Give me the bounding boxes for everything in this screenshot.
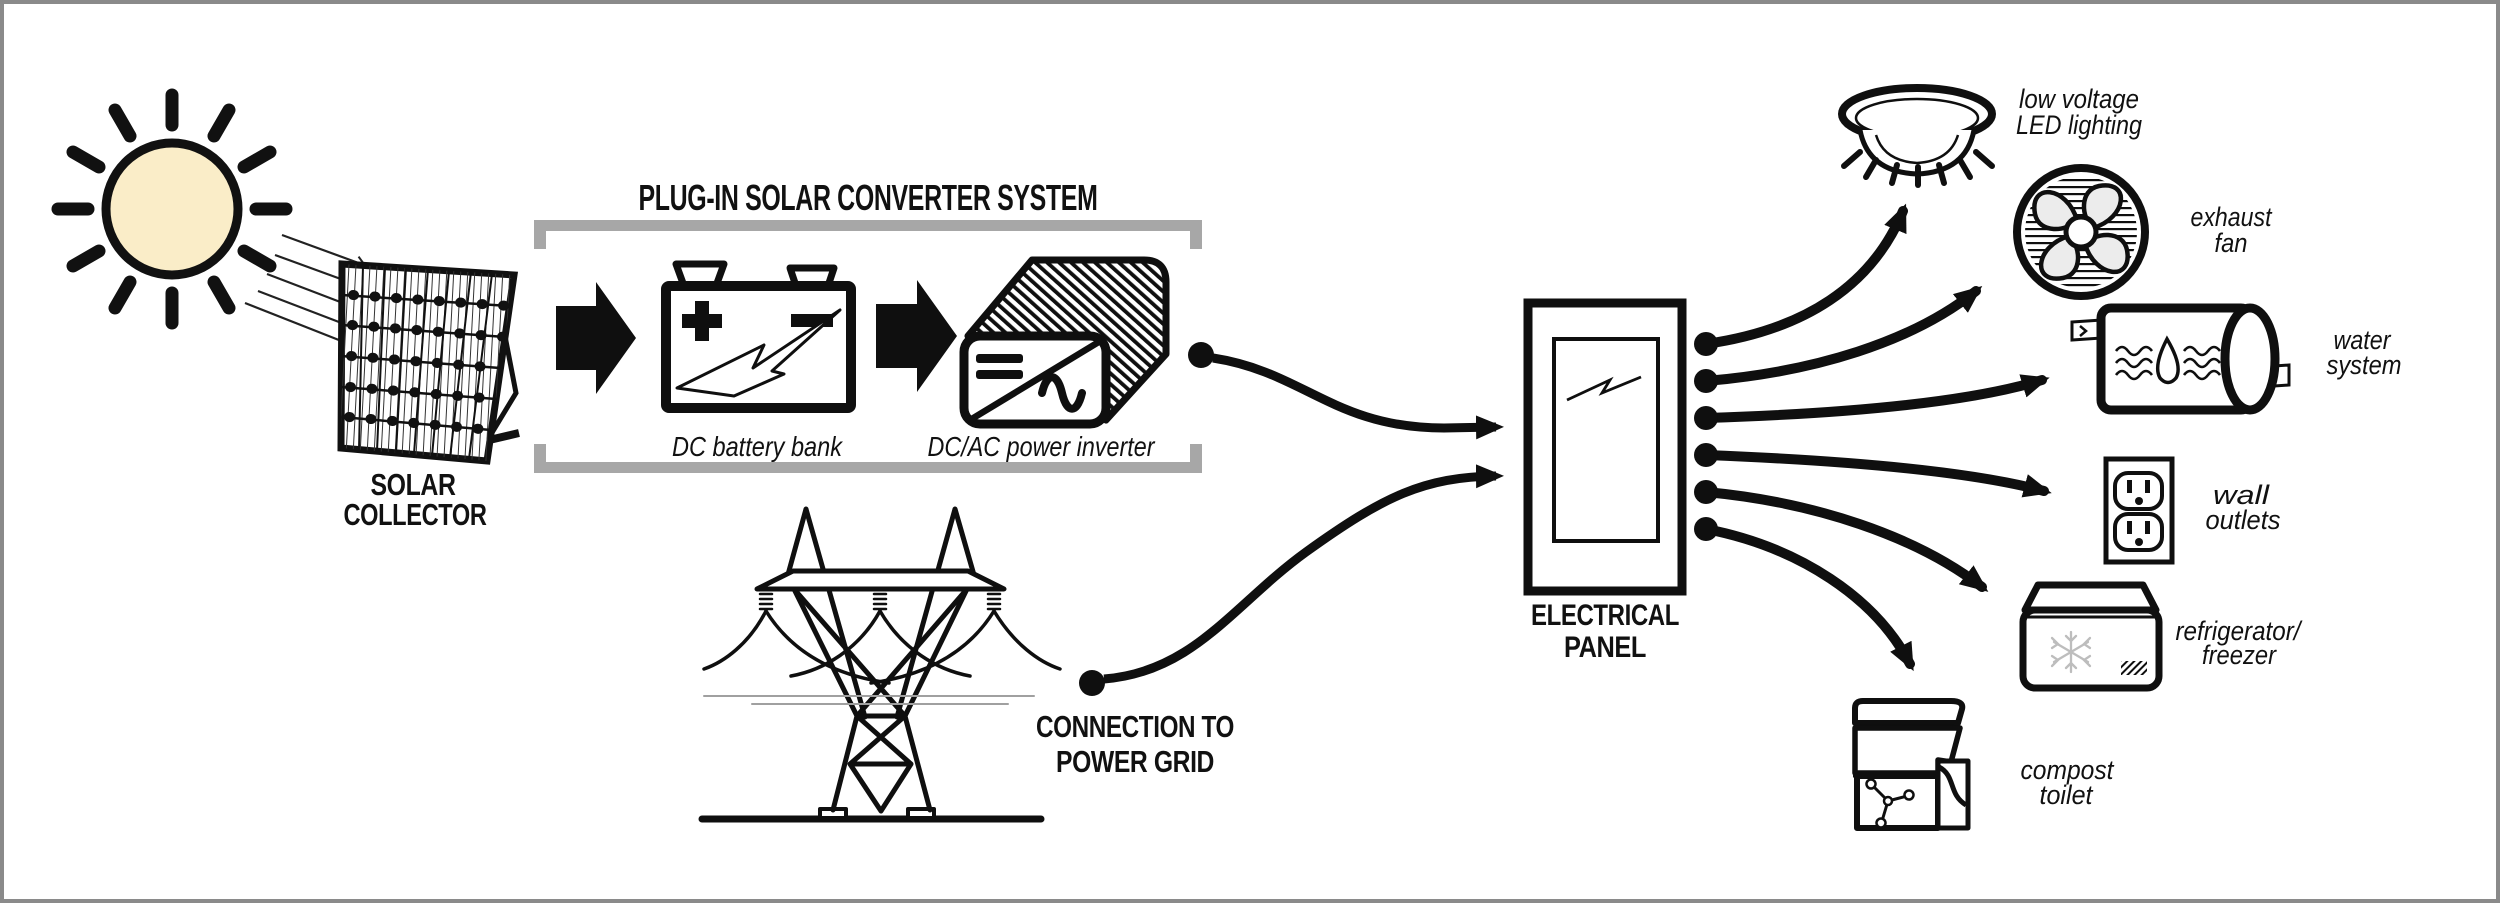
inverter-dc-icon [976, 354, 1023, 379]
toilet-label-line2: toilet [2040, 780, 2094, 810]
panel-label-line1: ELECTRICAL [1531, 599, 1679, 632]
inverter-output-node [1188, 342, 1214, 368]
refrigerator-icon [2019, 581, 2163, 692]
tower-insulators [758, 592, 1002, 611]
panel-output-nodes [1694, 332, 1718, 541]
wall-outlet-icon [2103, 456, 2175, 565]
tower-wires [702, 609, 1062, 685]
wire-to-led [1701, 203, 1908, 349]
water-label-line1: water [2334, 325, 2392, 355]
grid-label-line2: POWER GRID [1056, 744, 1214, 779]
solar-panel-cells [341, 264, 514, 461]
sun-icon [51, 88, 293, 330]
fridge-label-line2: freezer [2202, 640, 2277, 670]
led-rays [1841, 149, 1995, 188]
wire-inverter-to-panel [1212, 353, 1504, 440]
wire-to-water [1701, 374, 2050, 423]
fan-label-line2: fan [2215, 228, 2248, 258]
solar-collector-label-line1: SOLAR [371, 467, 456, 502]
led-light-icon [1838, 84, 1996, 188]
fan-label-line1: exhaust [2191, 202, 2273, 232]
inverter-icon [959, 256, 1170, 429]
led-label-line1: low voltage [2019, 84, 2139, 114]
solar-collector-label-line2: COLLECTOR [344, 497, 487, 532]
water-label-line2: system [2327, 350, 2402, 380]
outlets-label-line1: wall [2213, 480, 2270, 510]
water-drop-icon [2155, 335, 2180, 385]
wire-to-outlets [1701, 450, 2052, 498]
solar-panel-icon: SOLAR COLLECTOR [337, 260, 520, 532]
inverter-ac-icon [1038, 373, 1086, 413]
fan-blades [2032, 183, 2130, 281]
solar-power-diagram: SOLAR COLLECTOR PLUG-IN SOLAR CONVERTER … [51, 84, 2402, 831]
outlets-label-line2: outlets [2206, 505, 2281, 535]
panel-bolt-icon [1566, 375, 1642, 402]
wire-grid-to-panel [1103, 464, 1504, 684]
converter-title: PLUG-IN SOLAR CONVERTER SYSTEM [639, 177, 1098, 218]
exhaust-fan-icon [2013, 164, 2149, 300]
snowflake-icon [2050, 630, 2092, 674]
wire-to-fridge [1701, 487, 1989, 592]
battery-icon [661, 260, 856, 413]
toilet-label-line1: compost [2021, 755, 2115, 785]
wire-to-toilet [1701, 524, 1915, 672]
compost-toilet-icon [1852, 698, 1971, 831]
water-waves-icon [2114, 345, 2222, 381]
battery-bolt-icon [675, 308, 842, 398]
wire-to-fan [1701, 286, 1983, 386]
tower-wires-far [703, 695, 1035, 705]
grid-output-node [1079, 670, 1105, 696]
fridge-label-line1: refrigerator/ [2176, 616, 2303, 646]
grid-label-line1: CONNECTION TO [1036, 709, 1234, 744]
flow-arrow-1-icon [556, 282, 636, 394]
flow-arrow-2-icon [876, 280, 957, 392]
inverter-label: DC/AC power inverter [928, 431, 1156, 462]
sun-rays [51, 88, 293, 330]
converter-bracket [534, 220, 1202, 473]
electrical-panel-icon [1523, 298, 1718, 596]
panel-output-wires [1701, 203, 2052, 672]
power-tower-icon [698, 506, 1062, 823]
panel-label-line2: PANEL [1564, 631, 1646, 664]
led-label-line2: LED lighting [2016, 110, 2142, 140]
toilet-agitator-icon [1865, 778, 1915, 829]
water-tank-icon [2070, 303, 2291, 415]
battery-label: DC battery bank [672, 431, 844, 462]
fridge-vent-icon [2121, 661, 2147, 675]
battery-plus-icon [682, 301, 722, 341]
